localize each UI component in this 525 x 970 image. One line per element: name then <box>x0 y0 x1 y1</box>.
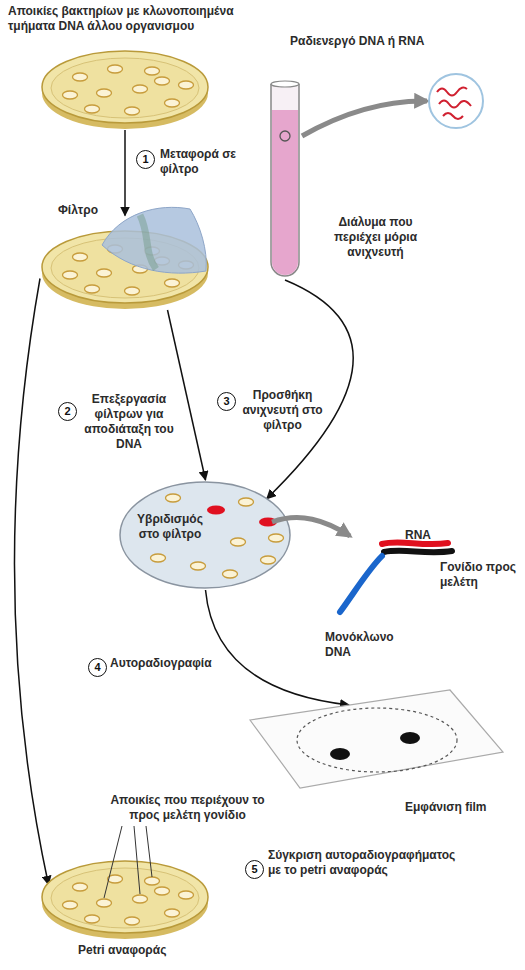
node-label: Διάλυμα που περιέχει μόρια ανιχνευτή <box>323 215 428 260</box>
part-label: Γονίδιο προς μελέτη <box>440 560 520 590</box>
callout-number: 5 <box>245 860 264 879</box>
rna-strand <box>382 542 448 544</box>
node-shape <box>245 690 505 790</box>
callout-number: 3 <box>217 392 236 411</box>
node-shape <box>427 72 485 130</box>
node-label: Υβριδισμός στο φίλτρο <box>130 512 210 542</box>
part-label: Μονόκλωνο DNA <box>325 630 405 660</box>
node-label: Αποικίες βακτηρίων με κλωνοποιημένα τμήμ… <box>8 4 283 34</box>
part-label: Σύγκριση αυτοραδιογραφήματος με το petri… <box>268 848 468 878</box>
step-label: Προσθήκη ανιχνευτή στο φίλτρο <box>240 388 325 433</box>
node-shape <box>268 80 302 280</box>
node-shape <box>40 45 210 130</box>
step-label: Μεταφορά σε φίλτρο <box>160 147 275 177</box>
diagram-node: Αποικίες βακτηρίων με κλωνοποιημένα τμήμ… <box>40 45 210 130</box>
diagram-node: Διάλυμα που περιέχει μόρια ανιχνευτή <box>268 80 302 280</box>
probe-arrow <box>302 101 427 136</box>
dna-strand <box>340 556 382 612</box>
step-label: Επεξεργασία φίλτρων για αποδιάταξη του D… <box>80 392 178 452</box>
node-label: Αποικίες που περιέχουν το προς μελέτη γο… <box>95 793 280 823</box>
callout-number: 2 <box>58 402 77 421</box>
callout-number: 4 <box>88 658 107 677</box>
node-label: Ραδιενεργό DNA ή RNA <box>290 34 460 49</box>
node-shape <box>40 855 210 940</box>
diagram-node: Αποικίες που περιέχουν το προς μελέτη γο… <box>40 855 210 940</box>
gene-strand <box>384 551 452 553</box>
node-label: Εμφάνιση film <box>405 800 505 815</box>
diagram-node: Υβριδισμός στο φίλτρο <box>118 480 293 590</box>
node-shape <box>40 205 210 310</box>
flow-arrow <box>168 310 206 480</box>
diagram-node: Φίλτρο <box>40 205 210 310</box>
callout-number: 1 <box>136 150 155 169</box>
part-label: RNA <box>405 528 445 543</box>
diagram-node: Εμφάνιση film <box>245 690 505 790</box>
node-label: Petri αναφοράς <box>78 943 198 958</box>
diagram-node: Ραδιενεργό DNA ή RNA <box>427 72 485 130</box>
flow-arrow <box>124 130 126 216</box>
flow-arrow <box>14 279 48 885</box>
step-label: Αυτοραδιογραφία <box>110 656 220 671</box>
node-label: Φίλτρο <box>58 203 118 218</box>
